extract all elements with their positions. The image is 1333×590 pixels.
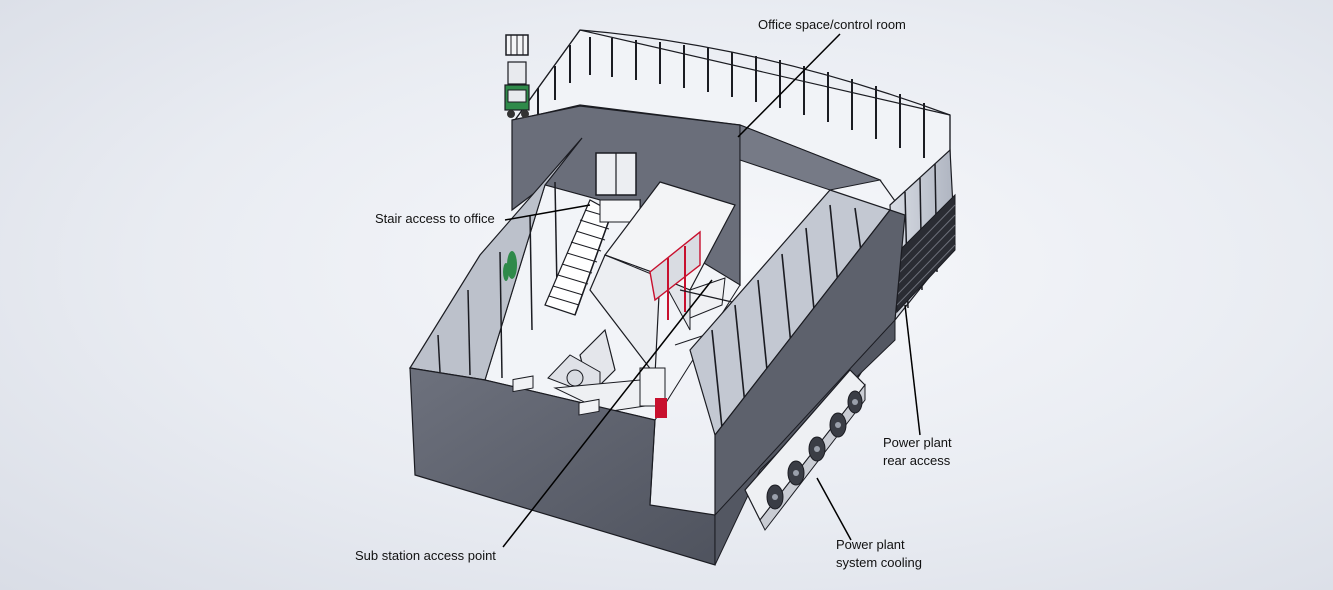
label-cooling-line2: system cooling: [836, 555, 922, 570]
label-rear-access: Power plant rear access: [883, 434, 952, 470]
label-stair-access: Stair access to office: [375, 211, 495, 226]
leader-substation: [502, 279, 713, 548]
label-office-space: Office space/control room: [758, 17, 906, 32]
leader-lines: [502, 33, 921, 548]
forklift-pocket-left: [512, 375, 534, 393]
leader-rear-access: [904, 304, 921, 436]
label-cooling-line1: Power plant: [836, 537, 905, 552]
label-rear-access-line1: Power plant: [883, 435, 952, 450]
forklift-icon: [504, 34, 530, 118]
label-substation-access: Sub station access point: [355, 548, 496, 563]
substation-equipment: [547, 328, 667, 418]
cooling-unit: [744, 369, 866, 531]
power-module: [589, 181, 746, 377]
leader-stair: [504, 204, 591, 221]
railing-posts: [537, 37, 925, 158]
leader-cooling: [816, 477, 852, 541]
forklift-pocket-right: [578, 398, 600, 416]
leader-office: [737, 33, 841, 138]
label-rear-access-line2: rear access: [883, 453, 951, 468]
label-system-cooling: Power plant system cooling: [836, 536, 922, 572]
company-logo: [503, 251, 517, 281]
